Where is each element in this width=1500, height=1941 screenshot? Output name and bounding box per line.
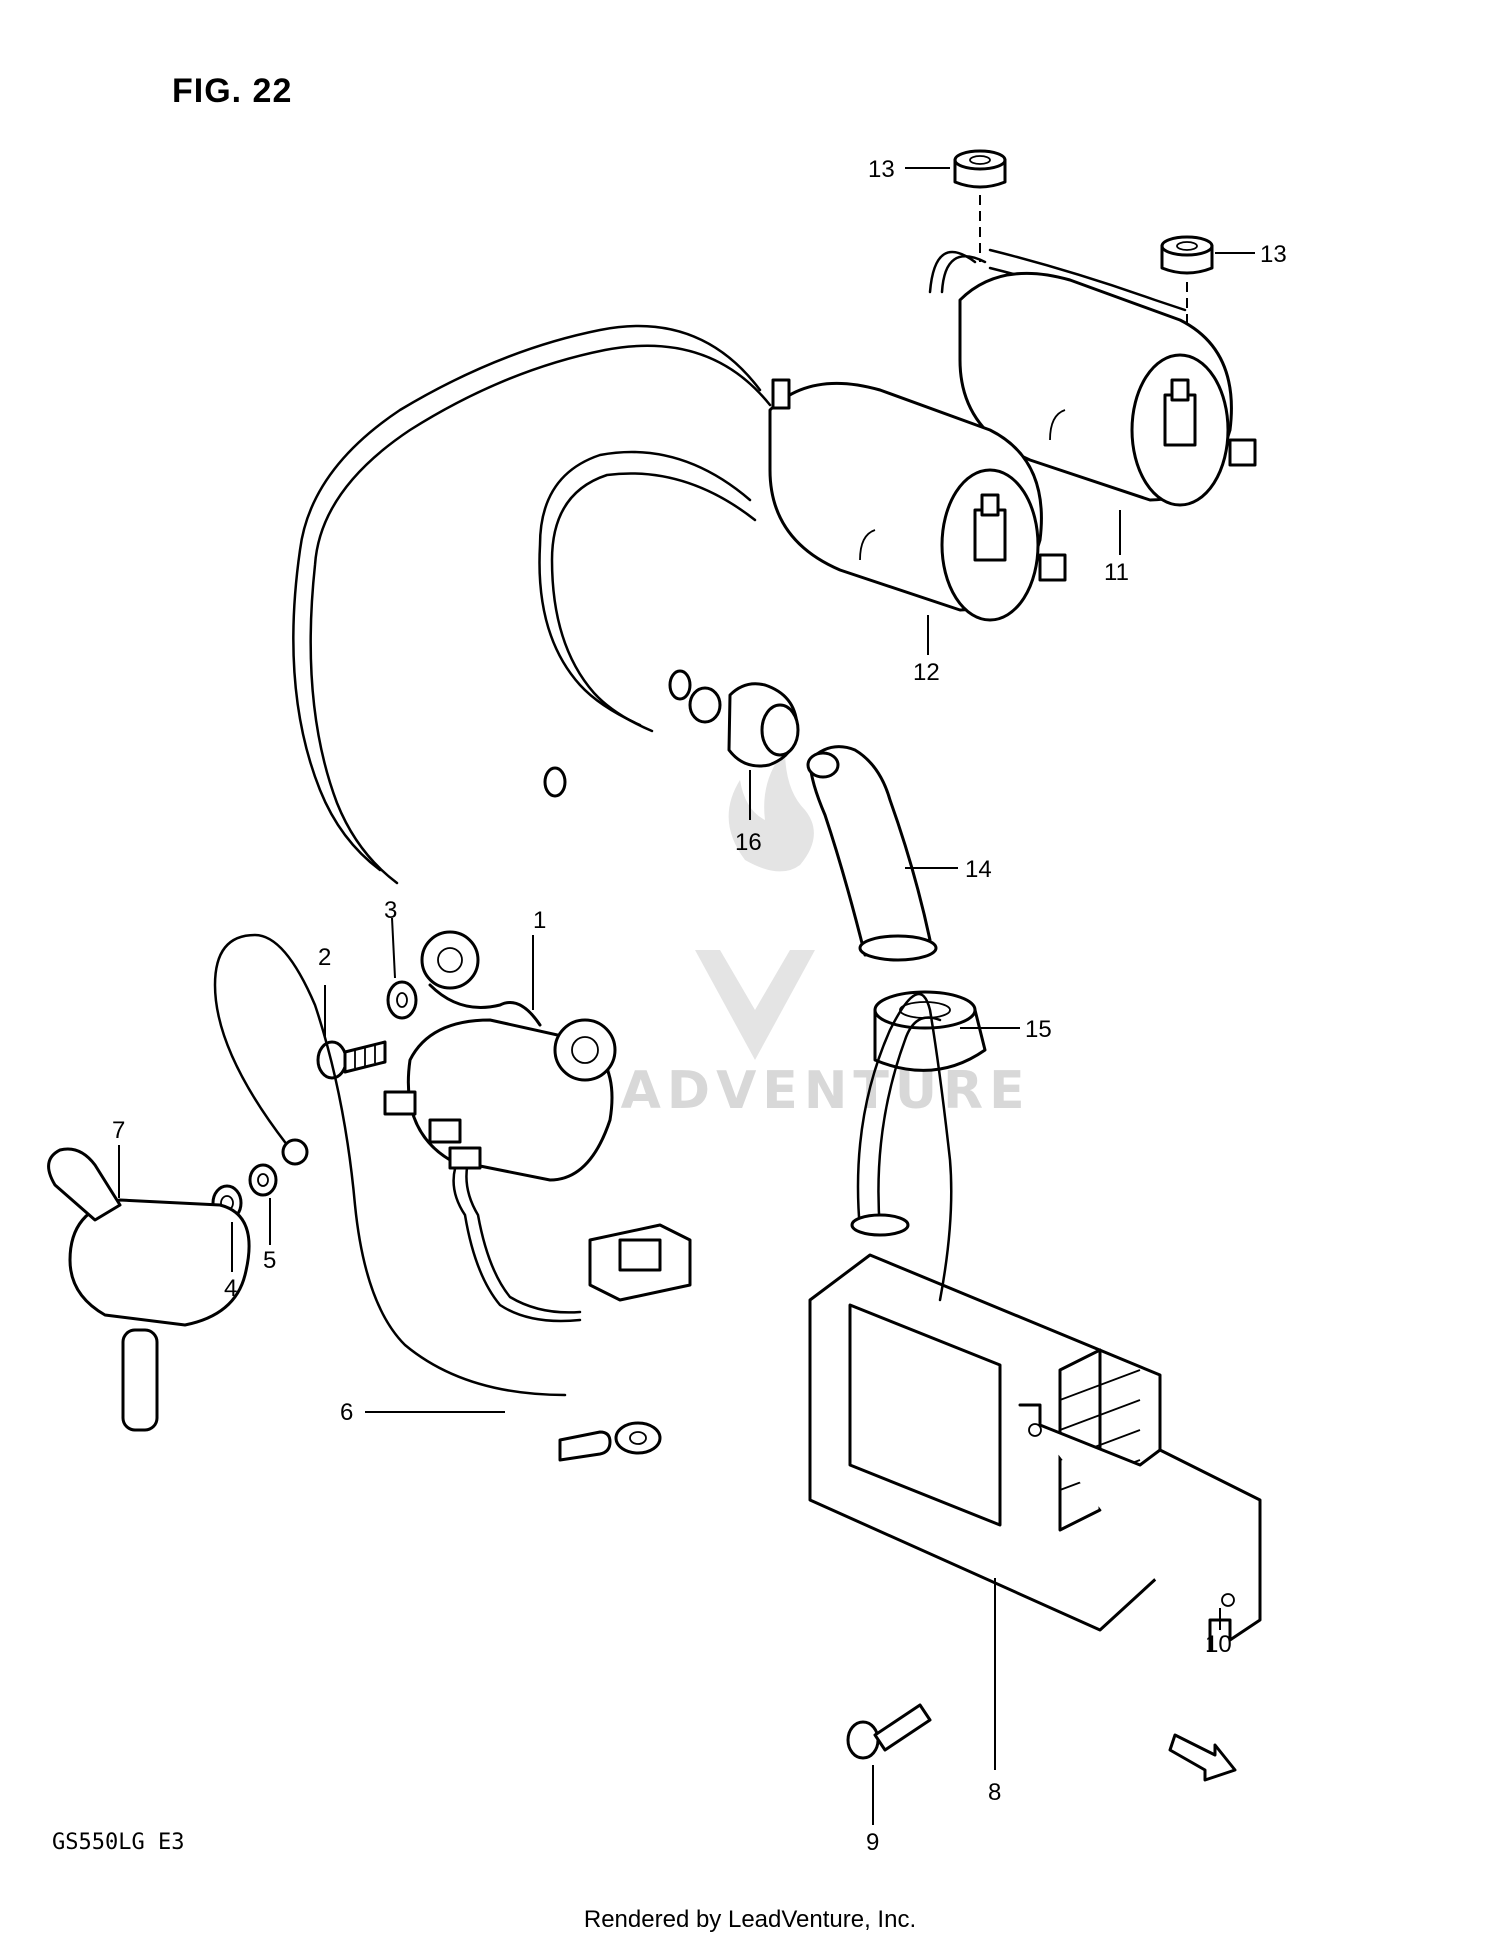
callout-15: 15 xyxy=(1025,1016,1052,1043)
part-13-nut-left[interactable] xyxy=(953,149,1007,189)
part-3-washer[interactable] xyxy=(386,980,418,1020)
part-13-nut-right[interactable] xyxy=(1160,235,1214,275)
forward-arrow-icon xyxy=(1168,1733,1237,1782)
part-15-cover[interactable] xyxy=(873,990,987,1072)
callout-12: 12 xyxy=(913,659,940,686)
part-11-ignition-coil[interactable] xyxy=(958,271,1257,507)
part-1-starter-relay[interactable] xyxy=(383,930,692,1323)
callout-2: 2 xyxy=(318,944,331,971)
callout-5: 5 xyxy=(263,1247,276,1274)
callout-3: 3 xyxy=(384,897,397,924)
model-code: GS550LG E3 xyxy=(52,1830,185,1855)
callout-1: 1 xyxy=(533,907,546,934)
callout-7: 7 xyxy=(112,1117,125,1144)
callout-9: 9 xyxy=(866,1829,879,1856)
leader-lines xyxy=(118,167,1255,1825)
part-5-washer[interactable] xyxy=(248,1163,278,1197)
part-6-lead-wire[interactable] xyxy=(213,933,662,1462)
footer-credit: Rendered by LeadVenture, Inc. xyxy=(583,1906,917,1933)
part-2-bolt[interactable] xyxy=(316,1040,387,1080)
callout-10: 10 xyxy=(1205,1631,1232,1658)
callout-labels: 1 2 3 4 5 6 7 8 9 10 11 12 13 13 14 15 1… xyxy=(112,156,1287,1856)
part-9-bolt[interactable] xyxy=(846,1703,932,1760)
callout-4: 4 xyxy=(224,1275,237,1302)
part-16-plug-boot-seal[interactable] xyxy=(688,682,800,768)
part-14-spark-plug-cap[interactable] xyxy=(806,745,938,962)
part-12-ignition-coil[interactable] xyxy=(768,378,1067,622)
callout-8: 8 xyxy=(988,1779,1001,1806)
figure-title: FIG. 22 xyxy=(172,72,293,110)
part-8-regulator-rectifier[interactable] xyxy=(808,992,1162,1632)
callout-16: 16 xyxy=(735,829,762,856)
callout-13-left: 13 xyxy=(868,156,895,183)
part-7-cover[interactable] xyxy=(47,1147,251,1432)
part-10-bracket[interactable] xyxy=(1018,1403,1262,1652)
callout-6: 6 xyxy=(340,1399,353,1426)
callout-13-right: 13 xyxy=(1260,241,1287,268)
callout-14: 14 xyxy=(965,856,992,883)
callout-11: 11 xyxy=(1104,559,1129,586)
